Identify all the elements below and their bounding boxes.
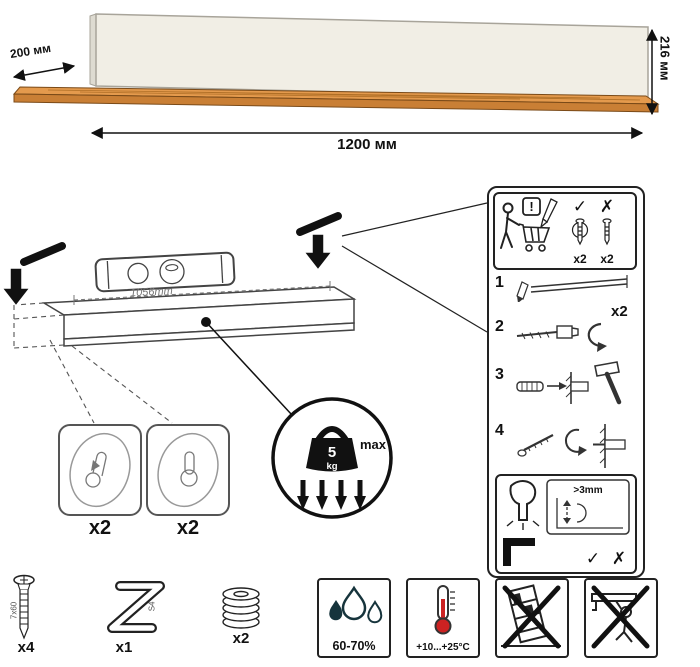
keyhole-plate-icon xyxy=(157,432,219,508)
keyhole-detail-right xyxy=(146,424,230,516)
person-hanging-icon xyxy=(591,585,650,649)
keyhole-mount-icon xyxy=(69,432,131,508)
step-2-number: 2 xyxy=(495,318,504,335)
preparation-icons: ! ✓ ✗ x2 x2 xyxy=(500,197,614,266)
step-1-mark-icon xyxy=(516,275,628,302)
depth-check-icon: ✓ xyxy=(586,549,600,568)
weight-value: 5 xyxy=(328,444,336,461)
gap-diagram xyxy=(556,498,623,529)
screw-with-washer-icon xyxy=(571,218,589,246)
pencil-icon xyxy=(539,198,558,229)
keyhole-detail-left xyxy=(58,424,142,516)
humidity-box: 60-70% xyxy=(317,578,391,658)
screw-icon xyxy=(13,574,35,640)
bracket-section-icon xyxy=(503,538,535,566)
wood-grain xyxy=(47,89,641,101)
check-icon: ✓ xyxy=(573,197,587,216)
spirit-level-icon xyxy=(94,251,236,293)
height-dimension-label: 216 мм xyxy=(657,36,673,81)
washer-stack-icon xyxy=(222,587,260,629)
person-icon xyxy=(500,202,520,249)
callout-line-bottom xyxy=(341,245,488,333)
prep-count-a: x2 xyxy=(573,252,587,266)
step-4-screw-icon xyxy=(517,424,626,468)
warning-mark: ! xyxy=(529,199,533,214)
left-mount-arrow-icon xyxy=(0,267,32,308)
screw-plain-icon xyxy=(602,218,612,246)
preparation-box: ! ✓ ✗ x2 x2 xyxy=(493,192,637,270)
screw-size-label: 7x60 xyxy=(9,601,19,620)
depth-cross-icon: ✗ xyxy=(612,549,626,568)
wood-shelf-edge xyxy=(13,93,659,113)
humidity-value: 60-70% xyxy=(332,639,376,653)
gap-label: >3mm xyxy=(573,485,602,496)
right-mark-slash xyxy=(296,212,342,236)
cart-icon xyxy=(518,223,551,252)
weight-unit: kg xyxy=(326,461,337,472)
width-dimension-label: 1200 мм xyxy=(337,136,397,153)
falling-shelf-icon xyxy=(501,584,561,649)
temperature-box: +10...+25°C xyxy=(406,578,480,658)
weight-max: max xyxy=(360,437,387,452)
depth-check-icons: >3mm ✓ ✗ xyxy=(503,479,630,568)
step-4-number: 4 xyxy=(495,422,504,439)
shelf-product-illustration xyxy=(12,13,660,113)
washer-count-label: x2 xyxy=(232,630,250,647)
depth-dimension-arrow xyxy=(12,62,76,81)
mounting-steps-panel: ! ✓ ✗ x2 x2 xyxy=(487,186,645,578)
step-1-number: 1 xyxy=(495,274,504,291)
right-mount-arrow-icon xyxy=(302,233,334,272)
cross-icon: ✗ xyxy=(600,197,614,216)
temperature-value: +10...+25°C xyxy=(416,642,470,653)
callout-line-top xyxy=(341,202,488,237)
step-2-drill-icon xyxy=(516,322,607,352)
spacing-dimension xyxy=(73,281,331,305)
callout-line-weight xyxy=(205,321,293,416)
no-hanging-box xyxy=(584,578,658,658)
hidden-edge-dashes xyxy=(13,302,65,349)
detail-left-count: x2 xyxy=(88,517,112,539)
step-3-number: 3 xyxy=(495,366,504,383)
step-3-dowel-hammer-icon xyxy=(516,361,622,405)
warning-icon: ! xyxy=(522,197,541,216)
prohibition-cross-icon xyxy=(502,585,561,649)
left-mark-slash xyxy=(20,242,66,266)
detail-callout-dashes xyxy=(49,339,173,424)
no-tipping-box xyxy=(495,578,569,658)
water-drops-icon xyxy=(329,585,383,624)
hex-key-count-label: x1 xyxy=(115,639,133,656)
prohibition-cross-icon xyxy=(591,585,650,649)
thermometer-icon xyxy=(434,585,455,635)
load-arrows-icon xyxy=(297,480,366,510)
installation-drawing xyxy=(0,202,488,424)
screw-count-label: x4 xyxy=(17,639,35,656)
detail-right-count: x2 xyxy=(176,517,200,539)
press-finger-icon xyxy=(506,480,540,530)
steps-repeat-count: x2 xyxy=(611,303,628,320)
max-load-icon: 5 kg max xyxy=(271,397,393,519)
depth-check-box: >3mm ✓ ✗ xyxy=(495,474,637,574)
prep-count-b: x2 xyxy=(600,252,614,266)
hex-key-icon xyxy=(107,581,165,633)
hex-key-size-label: S4 xyxy=(147,601,157,612)
